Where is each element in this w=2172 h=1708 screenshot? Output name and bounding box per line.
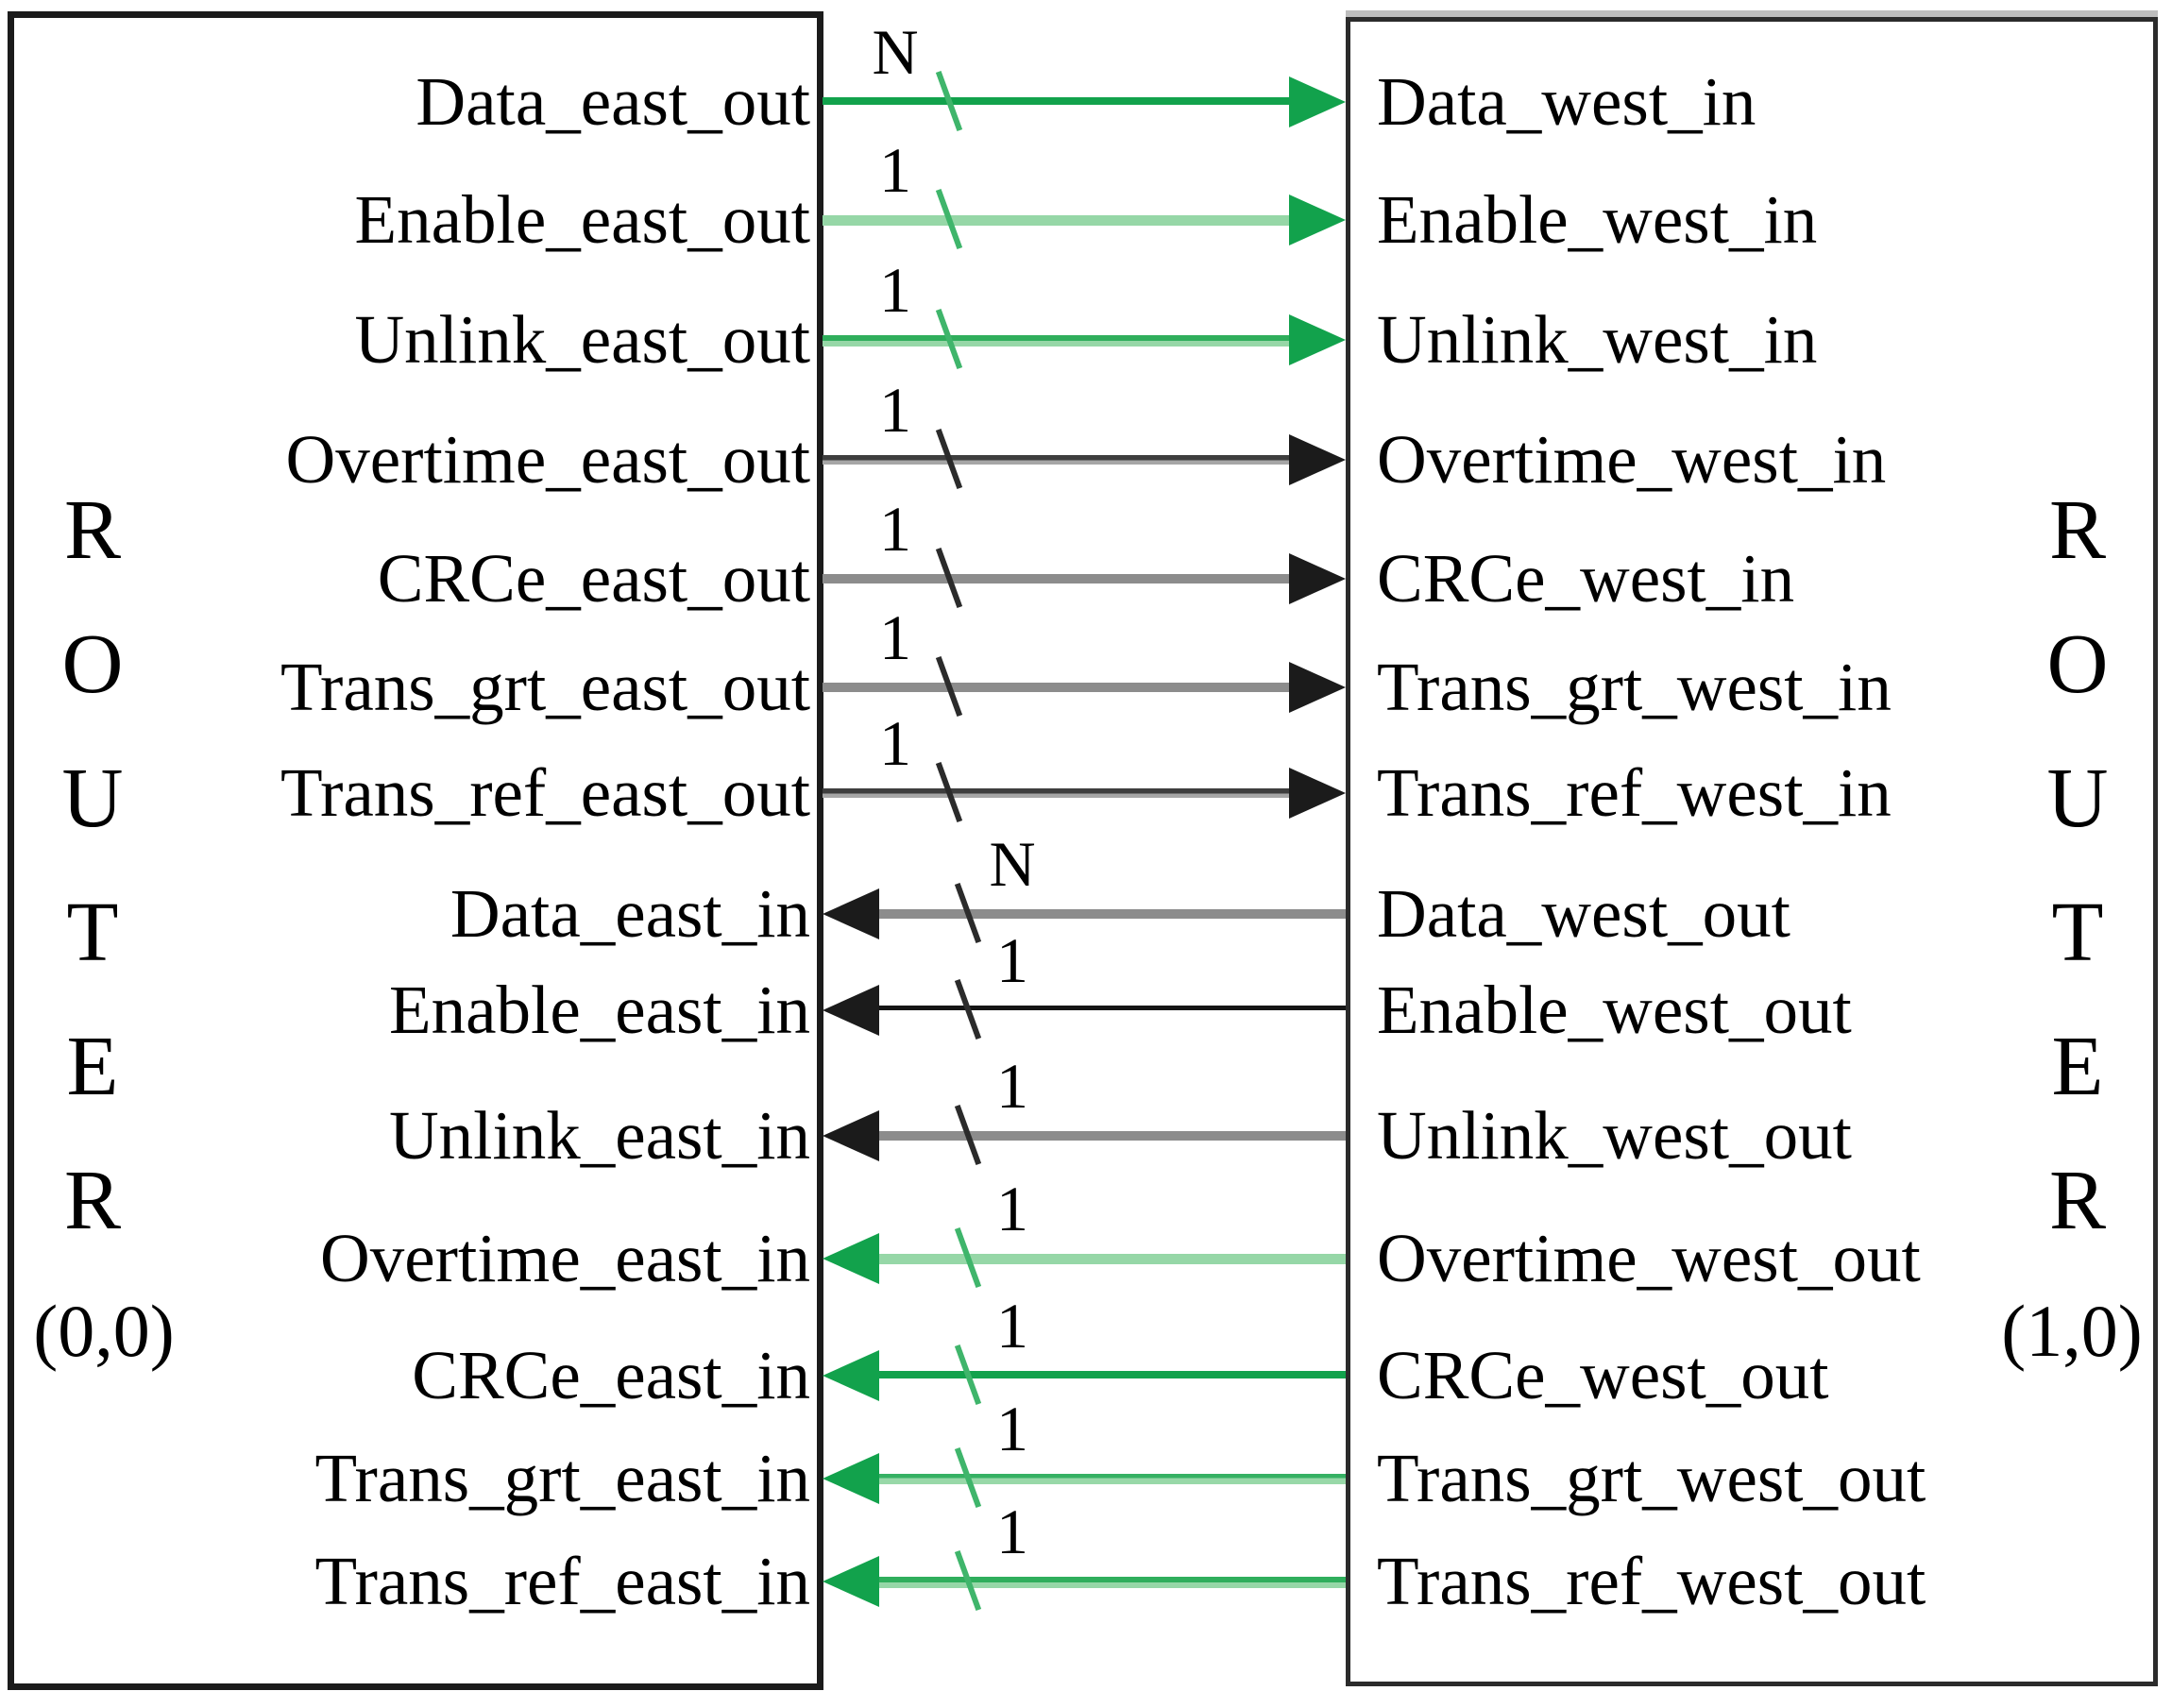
signal-label-west: Trans_ref_west_in <box>1377 754 1892 831</box>
bus-width-label: 1 <box>996 1050 1028 1122</box>
signal-label-west: Overtime_west_in <box>1377 421 1887 498</box>
signal-label-east: Overtime_east_in <box>320 1220 810 1296</box>
router-name-letter: R <box>63 1154 122 1247</box>
signal-label-west: Enable_west_in <box>1377 181 1818 258</box>
bus-width-label: 1 <box>879 707 911 779</box>
signal-wire <box>874 1254 1346 1264</box>
signal-label-east: Unlink_east_in <box>388 1097 810 1174</box>
signal-wire <box>874 1006 1346 1010</box>
signal-wire <box>874 1474 1346 1484</box>
arrowhead-icon <box>823 1453 879 1504</box>
signal-label-east: Data_east_out <box>416 63 810 140</box>
bus-width-label: 1 <box>996 1393 1028 1464</box>
signal-label-east: Trans_ref_east_out <box>280 754 810 831</box>
router-name-letter: U <box>2046 752 2109 845</box>
signal-label-east: Enable_east_out <box>354 181 810 258</box>
signal-label-east: Trans_grt_east_in <box>314 1440 810 1516</box>
signal-wire <box>823 574 1295 583</box>
signal-label-east: CRCe_east_in <box>412 1337 810 1413</box>
router-name-letter: R <box>2048 483 2107 577</box>
arrowhead-icon <box>823 888 879 939</box>
bus-width-label: 1 <box>879 493 911 565</box>
router-name-letter: O <box>61 617 124 711</box>
signal-label-east: CRCe_east_out <box>377 540 810 617</box>
bus-width-label: 1 <box>996 1496 1028 1567</box>
bus-width-label: 1 <box>996 1290 1028 1361</box>
signal-wire <box>874 1577 1346 1588</box>
bus-width-label: 1 <box>996 1173 1028 1244</box>
signal-label-west: Enable_west_out <box>1377 972 1852 1048</box>
signal-label-west: Data_west_in <box>1377 63 1756 140</box>
signal-label-east: Enable_east_in <box>389 972 810 1048</box>
signal-wire <box>823 683 1295 692</box>
arrowhead-icon <box>1289 553 1346 604</box>
arrowhead-icon <box>823 1350 879 1401</box>
signal-wire <box>823 335 1295 347</box>
router-name-letter: R <box>63 483 122 577</box>
arrowhead-icon <box>1289 768 1346 819</box>
arrowhead-icon <box>823 1233 879 1284</box>
signal-label-west: Unlink_west_in <box>1377 301 1818 378</box>
bus-width-label: N <box>872 16 919 88</box>
arrowhead-icon <box>1289 434 1346 485</box>
signal-label-west: CRCe_west_out <box>1377 1337 1829 1413</box>
arrowhead-icon <box>1289 194 1346 245</box>
signal-label-east: Data_east_in <box>450 875 810 952</box>
signal-label-east: Trans_ref_east_in <box>314 1543 810 1619</box>
router-name-letter: E <box>66 1020 119 1113</box>
router-coordinate-label: (0,0) <box>33 1290 175 1372</box>
signal-label-west: Data_west_out <box>1377 875 1790 952</box>
bus-width-label: N <box>989 828 1036 900</box>
signal-wire <box>874 909 1346 919</box>
arrowhead-icon <box>1289 76 1346 127</box>
router-name-letter: O <box>2046 617 2109 711</box>
signal-label-west: Trans_grt_west_out <box>1377 1440 1926 1516</box>
router-name-letter: U <box>61 752 124 845</box>
router-box-0-0 <box>8 11 823 1690</box>
signal-label-east: Trans_grt_east_out <box>280 649 810 725</box>
signal-wire <box>823 788 1295 798</box>
bus-width-label: 1 <box>879 254 911 326</box>
bus-width-label: 1 <box>879 374 911 446</box>
router-name-letter: T <box>66 886 119 979</box>
signal-wire <box>823 97 1295 105</box>
signal-label-west: Overtime_west_out <box>1377 1220 1921 1296</box>
signal-label-west: Trans_grt_west_in <box>1377 649 1892 725</box>
signal-label-west: CRCe_west_in <box>1377 540 1795 617</box>
signal-label-west: Trans_ref_west_out <box>1377 1543 1926 1619</box>
signal-label-east: Overtime_east_out <box>285 421 810 498</box>
signal-wire <box>874 1131 1346 1141</box>
signal-wire <box>823 455 1295 465</box>
signal-wire <box>874 1371 1346 1378</box>
signal-label-west: Unlink_west_out <box>1377 1097 1852 1174</box>
router-coordinate-label: (1,0) <box>2001 1290 2143 1372</box>
bus-width-label: 1 <box>879 134 911 206</box>
bus-width-label: 1 <box>996 924 1028 996</box>
arrowhead-icon <box>823 985 879 1036</box>
arrowhead-icon <box>823 1556 879 1607</box>
router-box-1-0 <box>1346 17 2158 1686</box>
router-name-letter: E <box>2051 1020 2104 1113</box>
router-name-letter: T <box>2051 886 2104 979</box>
arrowhead-icon <box>1289 314 1346 365</box>
signal-label-east: Unlink_east_out <box>354 301 810 378</box>
bus-width-label: 1 <box>879 601 911 673</box>
signal-wire <box>823 215 1295 226</box>
arrowhead-icon <box>1289 662 1346 713</box>
arrowhead-icon <box>823 1110 879 1161</box>
router-name-letter: R <box>2048 1154 2107 1247</box>
